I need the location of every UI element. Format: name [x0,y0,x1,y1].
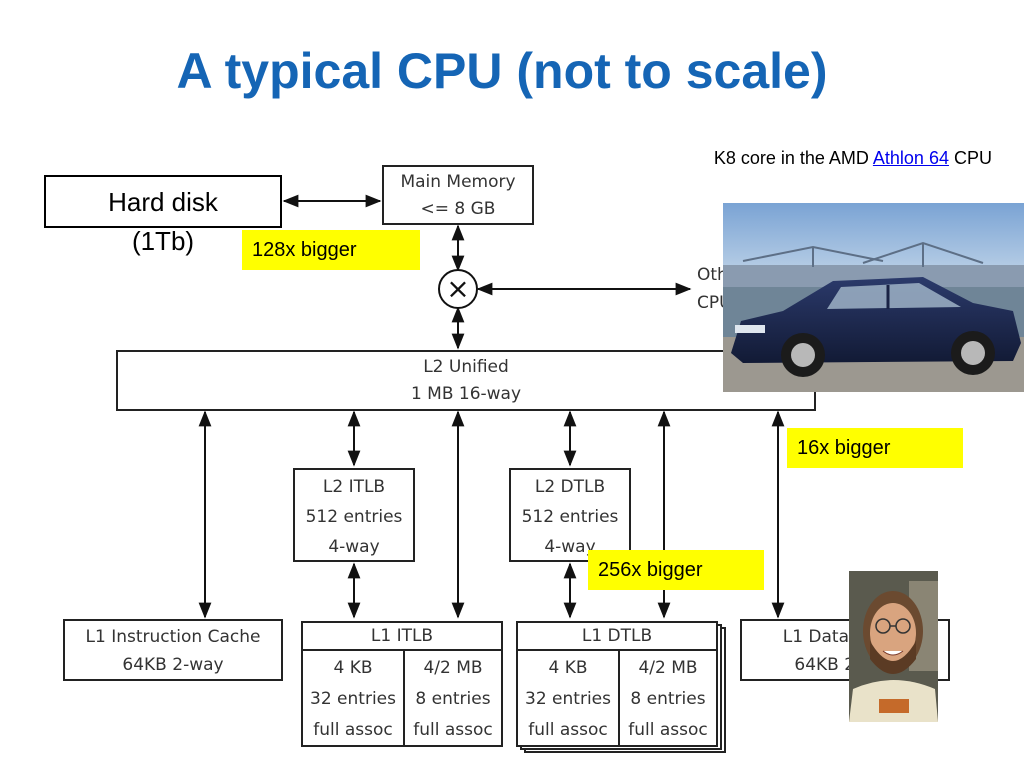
l2-itlb-box: L2 ITLB 512 entries 4-way [293,468,415,562]
crossbar-circle [438,269,478,309]
l1-icache-size: 64KB 2-way [122,655,224,675]
caption-prefix: K8 core in the AMD [713,148,869,168]
l1-dtlb-header: L1 DTLB [516,621,718,651]
l2-itlb-assoc: 4-way [328,537,380,557]
l1-itlb-4kb-assoc: full assoc [313,720,393,740]
l1-dtlb-4kb-assoc: full assoc [528,720,608,740]
l1-itlb-4mb-entries: 8 entries [415,689,491,709]
l1-itlb-4mb-page: 4/2 MB [423,658,483,678]
main-memory-size: <= 8 GB [420,199,496,219]
l2-dtlb-label: L2 DTLB [534,477,606,497]
main-memory-label: Main Memory [400,172,516,192]
car-photo [723,203,1024,392]
l1-itlb-4mb-cell: 4/2 MB 8 entries full assoc [403,649,503,747]
note-l2-bigger: 16x bigger [787,428,963,468]
l2-dtlb-box: L2 DTLB 512 entries 4-way [509,468,631,562]
note-tlb-bigger: 256x bigger [588,550,764,590]
l1-icache-label: L1 Instruction Cache [85,627,261,647]
photo-caption: K8 core in the AMD Athlon 64 CPU [714,148,992,169]
l2-itlb-label: L2 ITLB [322,477,386,497]
athlon-64-link[interactable]: Athlon 64 [872,148,949,168]
l1-itlb-4mb-assoc: full assoc [413,720,493,740]
l2-dtlb-assoc: 4-way [544,537,596,557]
hard-disk-size: (1Tb) [131,226,195,256]
person-photo [849,571,938,722]
l2-itlb-entries: 512 entries [305,507,403,527]
l1-dtlb-4kb-entries: 32 entries [525,689,611,709]
l1-dtlb-4mb-page: 4/2 MB [638,658,698,678]
l1-dtlb-4mb-cell: 4/2 MB 8 entries full assoc [618,649,718,747]
l1-itlb-header: L1 ITLB [301,621,503,651]
hard-disk-box: Hard disk [44,175,282,228]
l2-unified-box: L2 Unified 1 MB 16-way [116,350,816,411]
l1-dtlb-4kb-cell: 4 KB 32 entries full assoc [516,649,620,747]
l1-icache-box: L1 Instruction Cache 64KB 2-way [63,619,283,681]
l2-unified-size: 1 MB 16-way [410,384,522,404]
main-memory-box: Main Memory <= 8 GB [382,165,534,225]
crossbar-symbol: × [446,272,469,305]
l1-itlb-4kb-cell: 4 KB 32 entries full assoc [301,649,405,747]
l1-dtlb-4mb-assoc: full assoc [628,720,708,740]
caption-suffix: CPU [953,148,992,168]
l1-dtlb-4kb-page: 4 KB [548,658,588,678]
slide-title: A typical CPU (not to scale) [176,43,828,99]
l1-itlb-4kb-entries: 32 entries [310,689,396,709]
l2-unified-label: L2 Unified [423,357,509,377]
l1-dtlb-4mb-entries: 8 entries [630,689,706,709]
note-memory-bigger: 128x bigger [242,230,420,270]
l2-dtlb-entries: 512 entries [521,507,619,527]
l1-itlb-4kb-page: 4 KB [333,658,373,678]
